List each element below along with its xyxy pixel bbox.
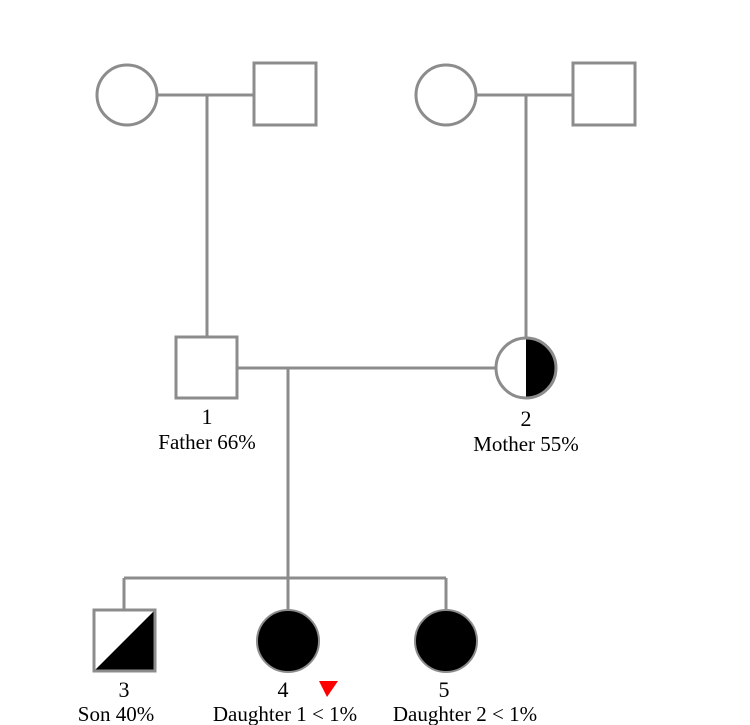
son-label: Son 40% bbox=[78, 702, 154, 725]
son-symbol bbox=[92, 608, 157, 673]
son-number: 3 bbox=[119, 677, 130, 702]
mother-label: Mother 55% bbox=[473, 432, 579, 456]
father-label: Father 66% bbox=[158, 430, 255, 454]
mother-symbol bbox=[494, 336, 558, 400]
daughter2-number: 5 bbox=[439, 677, 450, 702]
father-number: 1 bbox=[202, 404, 213, 429]
daughter2-symbol bbox=[414, 609, 478, 673]
father-symbol bbox=[174, 335, 239, 400]
paternal-grandfather bbox=[252, 61, 318, 127]
proband-arrow-icon bbox=[319, 681, 338, 697]
maternal-grandmother bbox=[414, 63, 478, 127]
daughter2-label: Daughter 2 < 1% bbox=[393, 702, 537, 725]
daughter1-symbol bbox=[256, 609, 320, 673]
daughter1-label: Daughter 1 < 1% bbox=[213, 702, 357, 725]
paternal-grandmother bbox=[95, 63, 159, 127]
daughter1-number: 4 bbox=[278, 677, 289, 702]
maternal-grandfather bbox=[571, 61, 637, 127]
mother-number: 2 bbox=[521, 406, 532, 431]
